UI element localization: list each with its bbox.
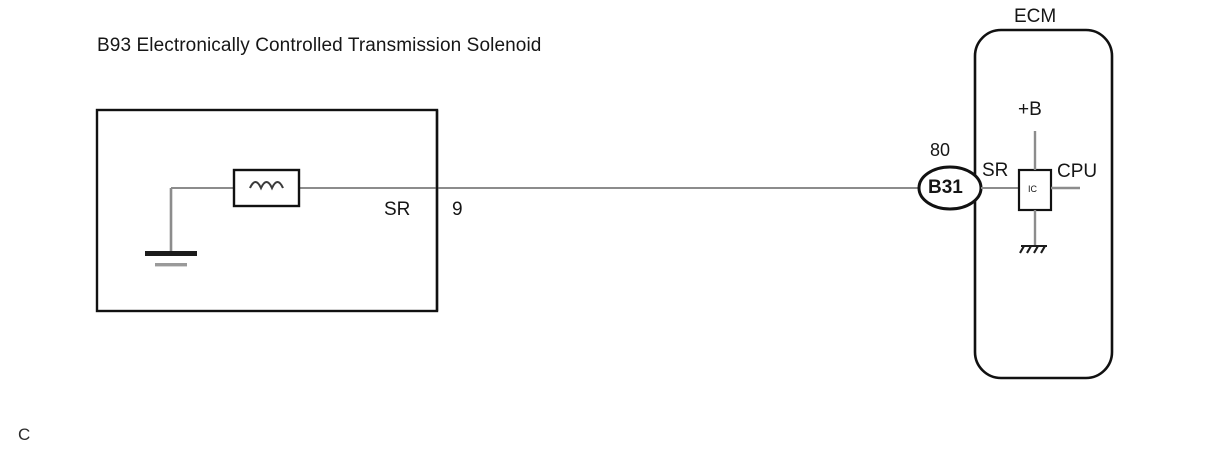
corner-marker: C: [18, 425, 31, 444]
solenoid-ground-icon: [145, 251, 197, 267]
ecm-signal-label-sr: SR: [982, 160, 1009, 181]
connector-id-b31: B31: [928, 177, 963, 198]
ic-label: IC: [1028, 184, 1037, 194]
ecm-cpu-label: CPU: [1057, 161, 1098, 182]
ecm-ground-icon: [1019, 244, 1047, 254]
ecm-power-label-plus-b: +B: [1018, 99, 1042, 120]
inductor-icon: [249, 180, 284, 191]
ecm-label: ECM: [1014, 6, 1057, 27]
diagram-title: B93 Electronically Controlled Transmissi…: [97, 35, 542, 56]
ic-box: [1017, 168, 1053, 212]
solenoid-pin-number: 9: [452, 199, 463, 220]
connector-pin-count: 80: [930, 140, 951, 160]
solenoid-coil-box: [232, 168, 301, 208]
solenoid-terminal-label: SR: [384, 199, 411, 220]
ecm-box: [973, 28, 1114, 380]
